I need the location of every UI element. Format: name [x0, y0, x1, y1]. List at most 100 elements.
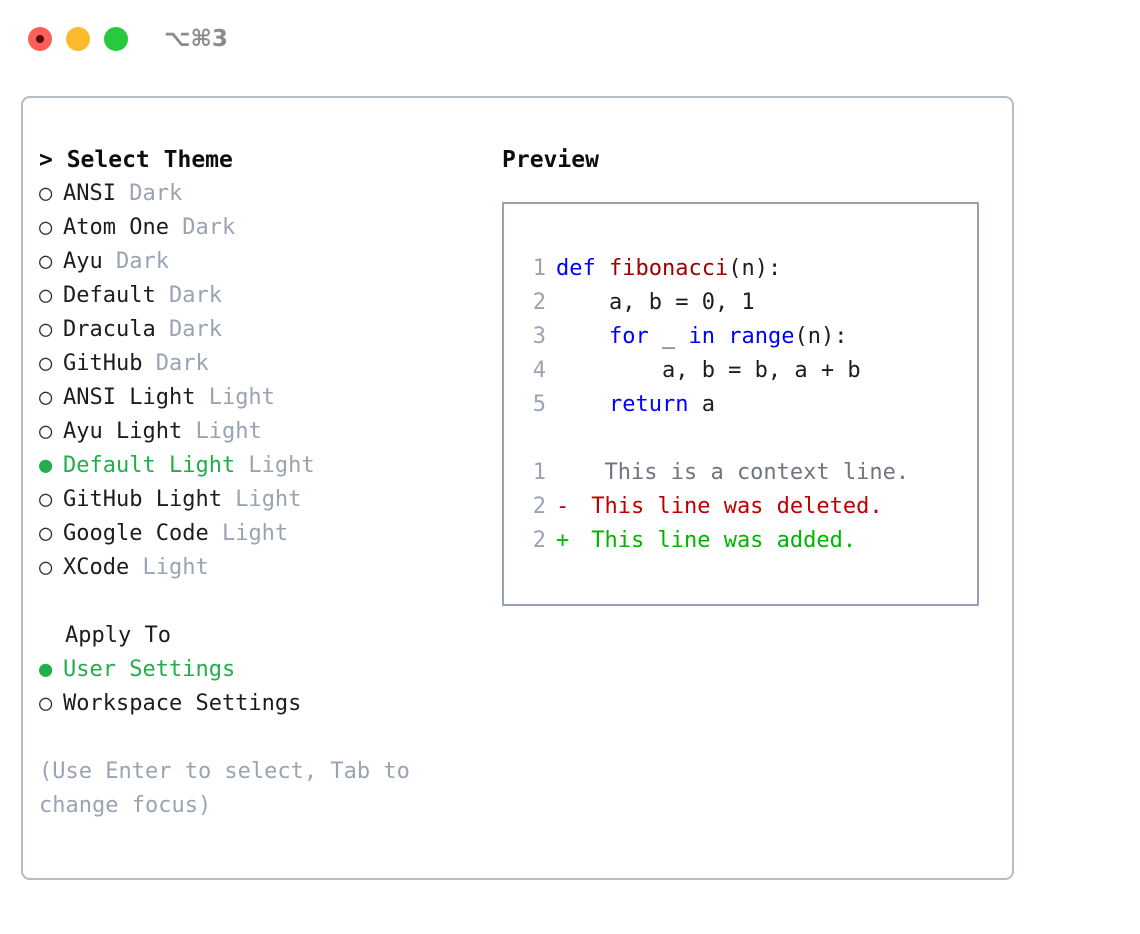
theme-item-tag: Light [235, 453, 315, 478]
theme-item-label: Ayu Light [63, 419, 183, 444]
apply-to-item-label: Workspace Settings [63, 691, 302, 716]
apply-to-list: ●User Settings ○ Workspace Settings [39, 653, 489, 721]
theme-item-label: XCode [63, 555, 130, 580]
code-line-number: 2 [532, 290, 546, 315]
theme-item-0[interactable]: ○ ANSI Dark [39, 177, 489, 211]
code-token-plain: (n): [728, 256, 782, 281]
theme-item-label: Dracula [63, 317, 156, 342]
diff-line-number: 2 [532, 494, 546, 519]
code-line-number: 5 [532, 392, 546, 417]
radio-unselected-icon[interactable]: ○ [39, 317, 53, 342]
code-token-plain [715, 320, 728, 354]
theme-item-tag: Dark [155, 283, 222, 308]
theme-item-label: Google Code [63, 521, 209, 546]
radio-unselected-icon[interactable]: ○ [39, 487, 53, 512]
code-line-number: 3 [532, 324, 546, 349]
diff-line-add: 2+ This line was added. [518, 524, 971, 558]
radio-unselected-icon[interactable]: ○ [39, 419, 53, 444]
radio-unselected-icon[interactable]: ○ [39, 691, 53, 716]
theme-list-column: > Select Theme ○ANSI Dark○Atom One Dark○… [39, 143, 489, 823]
theme-picker-panel: > Select Theme ○ANSI Dark○Atom One Dark○… [21, 96, 1014, 880]
theme-item-label: GitHub [63, 351, 143, 376]
keyboard-hint: (Use Enter to select, Tab to change focu… [39, 759, 424, 818]
theme-item-2[interactable]: ○Ayu Dark [39, 245, 489, 279]
code-token-kw: range [728, 324, 795, 349]
radio-unselected-icon[interactable]: ○ [39, 351, 53, 376]
code-token-plain: a, b = b, a + b [556, 358, 861, 383]
theme-item-label: GitHub Light [63, 487, 222, 512]
select-theme-header: > Select Theme [39, 147, 233, 173]
radio-unselected-icon[interactable]: ○ [39, 283, 53, 308]
theme-item-tag: Dark [115, 181, 183, 206]
code-token-kw: def [556, 256, 609, 281]
radio-unselected-icon[interactable]: ○ [39, 215, 53, 240]
code-token-plain: _ [648, 324, 689, 349]
theme-item-10[interactable]: ○Google Code Light [39, 517, 489, 551]
close-button[interactable] [28, 27, 52, 51]
radio-unselected-icon[interactable]: ○ [39, 555, 53, 580]
theme-item-label: Default [63, 283, 156, 308]
radio-selected-icon[interactable]: ● [39, 453, 53, 478]
theme-item-tag: Light [195, 385, 275, 410]
theme-item-label: ANSI Light [63, 385, 196, 410]
theme-item-tag: Dark [102, 249, 169, 274]
diff-line-number: 1 [532, 460, 546, 485]
radio-unselected-icon[interactable]: ○ [39, 249, 53, 274]
theme-item-label: ANSI [63, 181, 116, 206]
code-token-plain [556, 388, 609, 422]
minimize-button[interactable] [66, 27, 90, 51]
radio-unselected-icon[interactable]: ○ [39, 385, 53, 410]
code-line: 4 a, b = b, a + b [518, 354, 971, 388]
code-token-fn: fibonacci [608, 256, 729, 281]
radio-unselected-icon[interactable]: ○ [39, 181, 53, 206]
code-token-kw: for [608, 324, 649, 349]
record-indicator-icon [36, 35, 44, 43]
preview-header: Preview [502, 147, 599, 173]
diff-line-number: 2 [532, 528, 546, 553]
code-line: 5 return a [518, 388, 971, 422]
theme-item-tag: Dark [155, 317, 222, 342]
diff-sign: - [556, 494, 570, 519]
theme-item-1[interactable]: ○ Atom One Dark [39, 211, 489, 245]
theme-item-9[interactable]: ○ GitHub Light Light [39, 483, 489, 517]
theme-item-label: Atom One [63, 215, 169, 240]
theme-item-tag: Dark [168, 215, 236, 240]
theme-item-11[interactable]: ○ XCode Light [39, 551, 489, 585]
window-shortcut-label: ⌥⌘3 [164, 26, 228, 52]
diff-line-del: 2- This line was deleted. [518, 490, 971, 524]
theme-item-tag: Light [182, 419, 262, 444]
theme-item-label: Default Light [63, 453, 236, 478]
theme-item-tag: Dark [142, 351, 209, 376]
theme-item-5[interactable]: ○ GitHub Dark [39, 347, 489, 381]
code-line-number: 1 [532, 256, 546, 281]
maximize-button[interactable] [104, 27, 128, 51]
apply-to-item-0[interactable]: ●User Settings [39, 653, 489, 687]
diff-lines: 1 This is a context line. 2- This line wa… [518, 456, 971, 558]
code-token-plain [556, 320, 609, 354]
radio-unselected-icon[interactable]: ○ [39, 521, 53, 546]
radio-selected-icon[interactable]: ● [39, 657, 53, 682]
theme-item-7[interactable]: ○ Ayu Light Light [39, 415, 489, 449]
code-token-plain: a [688, 392, 715, 417]
theme-list: ○ANSI Dark○Atom One Dark○Ayu Dark○Defaul… [39, 177, 489, 585]
title-bar: ⌥⌘3 [0, 0, 1140, 78]
diff-text: This is a context line. [578, 460, 910, 485]
apply-to-item-1[interactable]: ○ Workspace Settings [39, 687, 489, 721]
theme-item-4[interactable]: ○ Dracula Dark [39, 313, 489, 347]
diff-sign [556, 456, 578, 490]
theme-item-3[interactable]: ○ Default Dark [39, 279, 489, 313]
theme-item-tag: Light [221, 487, 302, 512]
theme-item-6[interactable]: ○ ANSI Light Light [39, 381, 489, 415]
theme-item-tag: Light [129, 555, 209, 580]
diff-sign: + [556, 528, 570, 553]
window-controls [28, 27, 128, 51]
theme-item-8[interactable]: ● Default Light Light [39, 449, 489, 483]
code-token-kw: in [688, 324, 715, 349]
apply-to-header: Apply To [65, 623, 171, 648]
code-line: 3 for _ in range(n): [518, 320, 971, 354]
